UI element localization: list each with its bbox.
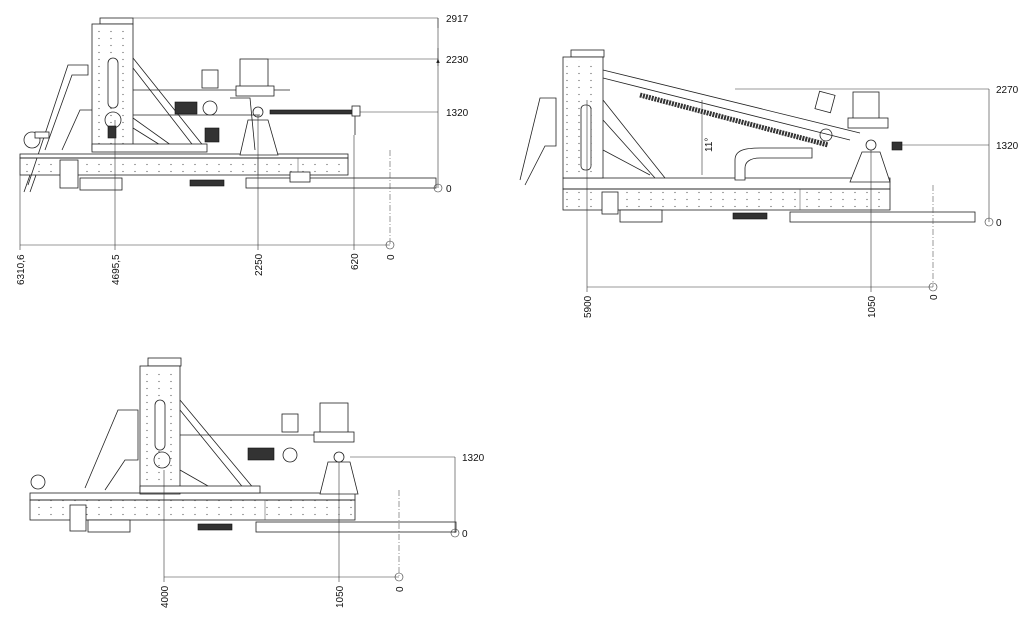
motor-unit (601, 191, 619, 215)
base-beam (19, 157, 349, 176)
tower-cap (147, 357, 182, 367)
horizontal-dimension: 4000 1050 0 (160, 462, 406, 608)
dim-label: 0 (386, 254, 397, 260)
cylinder (580, 104, 592, 171)
dim-label: 0 (462, 529, 468, 540)
motor (174, 101, 198, 115)
cable-chain (734, 147, 813, 181)
view-1-extended: 2917 2230 1320 0 6310,6 4695,5 2250 620 … (16, 14, 469, 285)
vertical-dimension: 2917 2230 1320 0 (133, 14, 469, 195)
guard-frame (519, 97, 557, 186)
gearbox (814, 90, 836, 114)
dim-label: 5900 (583, 295, 594, 318)
base-beam (29, 499, 356, 521)
vertical-dimension: 2270 1320 0 (735, 85, 1019, 229)
dim-label: 2917 (446, 14, 469, 25)
tower-slot (107, 57, 119, 109)
drive-unit (239, 58, 269, 88)
cable-chain (30, 474, 46, 490)
horizontal-dimension: 6310,6 4695,5 2250 620 0 (16, 115, 397, 285)
machine-drawing (29, 357, 457, 533)
floor-plate (789, 211, 976, 223)
pivot (865, 139, 877, 151)
tilted-boom (602, 69, 861, 141)
dim-label: 1320 (996, 141, 1019, 152)
guard-frame (27, 64, 89, 186)
horizontal-dimension: 5900 1050 0 (583, 100, 940, 318)
dim-label: 2250 (254, 253, 265, 276)
dim-label: 0 (446, 184, 452, 195)
dim-label: 0 (395, 586, 406, 592)
machine-drawing (19, 17, 437, 193)
chain-drive (639, 92, 829, 148)
base-beam (562, 188, 891, 211)
base-top-rail (19, 153, 349, 159)
floor-plate (255, 521, 457, 533)
extended-arm (269, 109, 359, 115)
dim-label: 1050 (335, 585, 346, 608)
dim-label: 1050 (867, 295, 878, 318)
dim-label: 4000 (160, 585, 171, 608)
motor-unit (59, 159, 79, 189)
dim-label: 2270 (996, 85, 1019, 96)
angle-label: 11° (704, 138, 715, 152)
dim-label: 4695,5 (111, 254, 122, 285)
view-3-retracted: 1320 0 4000 1050 0 (29, 357, 485, 608)
dim-label: 1320 (462, 453, 485, 464)
tower-cap (99, 17, 134, 25)
dim-label: 0 (929, 294, 940, 300)
floor-plate (245, 177, 437, 189)
dim-label: 1320 (446, 108, 469, 119)
drive-unit (319, 402, 349, 434)
pivot-support (849, 151, 891, 183)
cable-chain (23, 131, 41, 149)
gearbox (281, 413, 299, 433)
motor-unit (69, 504, 87, 532)
vertical-dimension: 1320 0 (350, 453, 485, 540)
base-top-rail (29, 492, 356, 501)
guard-frame (84, 409, 139, 491)
tower-slot (154, 399, 166, 451)
pivot (333, 451, 345, 463)
motor (247, 447, 275, 461)
dim-label: 620 (350, 253, 361, 270)
tower-cap (570, 49, 605, 58)
drive-unit (852, 91, 880, 121)
dim-label: 6310,6 (16, 254, 27, 285)
base-top-rail (562, 177, 891, 190)
gearbox (201, 69, 219, 89)
machine-drawing (519, 49, 976, 223)
datum-symbol (433, 183, 443, 193)
dim-label: 2230 (446, 55, 469, 66)
view-2-tilted: 11° 2270 1320 0 5900 1050 0 (519, 49, 1019, 318)
dim-label: 0 (996, 218, 1002, 229)
pivot-support (239, 119, 279, 156)
